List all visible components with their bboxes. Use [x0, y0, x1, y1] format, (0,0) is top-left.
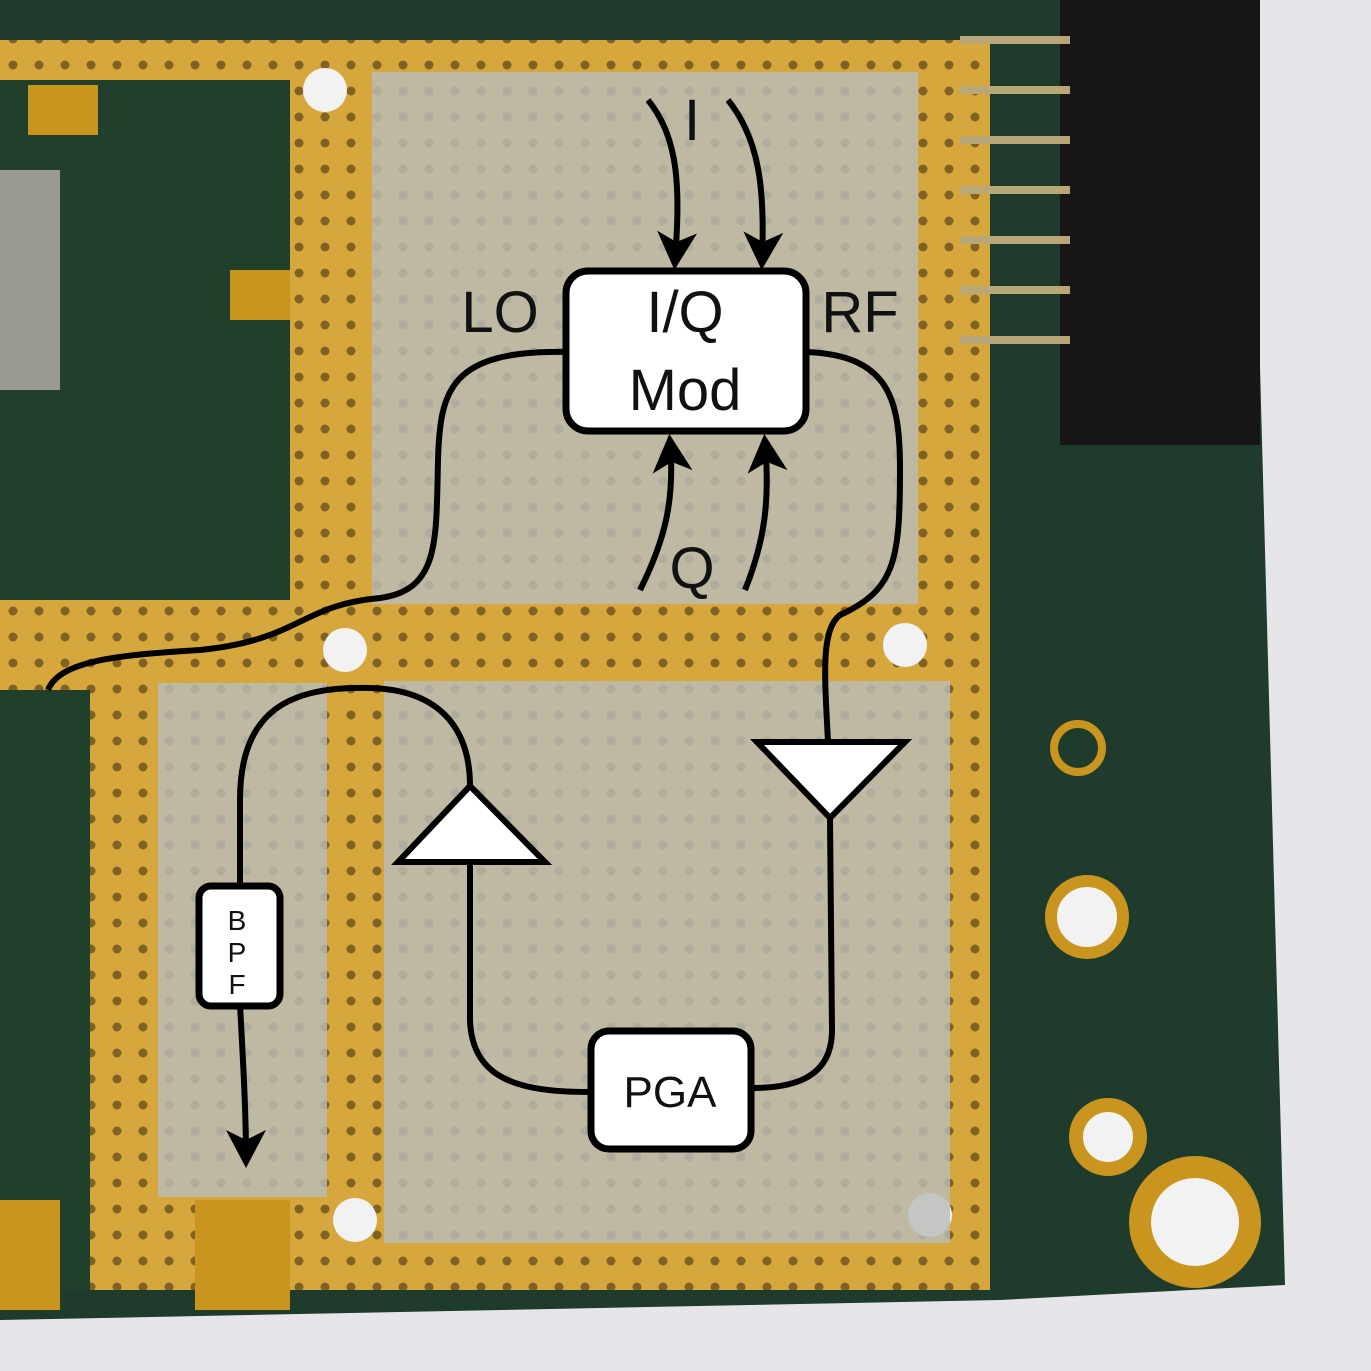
pga-block: PGA [587, 1027, 755, 1153]
pga-label: PGA [624, 1068, 718, 1117]
sma-connector [195, 1200, 290, 1310]
iq-mod-label-line2: Mod [629, 358, 742, 423]
lo-signal-label: LO [461, 280, 538, 345]
mount-hole [1069, 1098, 1147, 1176]
capacitor [230, 270, 290, 320]
left-bottom-circuit [0, 690, 90, 1290]
shield-can [0, 170, 60, 390]
rf-line [805, 349, 904, 743]
driver-amplifier-triangle [391, 781, 553, 865]
fiducial [1050, 720, 1106, 776]
capacitor [28, 85, 98, 135]
q-signal-label: Q [669, 536, 714, 601]
i-arrow-right [725, 98, 784, 270]
lo-line [45, 348, 567, 692]
bpf-letter-b: B [228, 905, 247, 936]
amp-to-bpf-line [237, 684, 473, 885]
pga-to-amp-line [467, 862, 591, 1095]
mount-hole [1045, 875, 1129, 959]
mount-hole [1129, 1156, 1261, 1288]
bpf-block: B P F [195, 882, 284, 1010]
signal-lines [45, 98, 904, 1168]
connector-pins [960, 36, 1070, 344]
iq-mod-block: I/Q Mod [562, 267, 810, 435]
mount-hole [333, 1198, 377, 1242]
i-arrow-left [645, 98, 698, 270]
bpf-output-arrow [225, 1004, 266, 1168]
i-signal-label: I [684, 88, 700, 153]
header-connector [1060, 0, 1260, 445]
rf-amplifier-triangle [749, 739, 913, 823]
mount-hole [303, 68, 347, 112]
q-arrow-left [637, 434, 693, 592]
sma-connector [0, 1200, 60, 1310]
bpf-letter-p: P [228, 937, 247, 968]
bpf-letter-f: F [228, 969, 245, 1000]
rf-to-pga-line [751, 817, 836, 1091]
mount-hole [883, 623, 927, 667]
mount-hole [323, 628, 367, 672]
iq-mod-label-line1: I/Q [646, 280, 723, 345]
q-arrow-right [742, 434, 788, 592]
rf-signal-label: RF [821, 280, 898, 345]
